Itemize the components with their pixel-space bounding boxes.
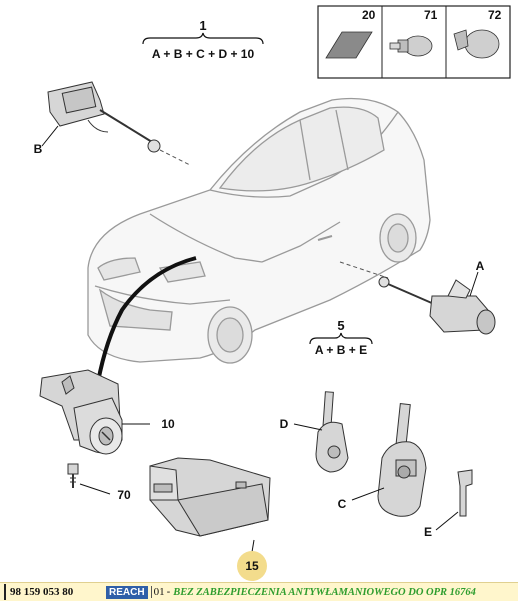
kit-5-number: 5 <box>337 318 344 333</box>
leader-lines <box>159 149 389 279</box>
part-description: BEZ ZABEZPIECZENIA ANTYWŁAMANIOWEGO DO O… <box>173 586 476 598</box>
part-10-ignition-lock <box>39 369 123 455</box>
callout-15-label: 15 <box>245 559 259 573</box>
callout-d: D <box>280 417 289 431</box>
part-70-bolt <box>67 463 79 488</box>
lock-leader-line <box>96 256 197 383</box>
kit-1-label: 1 A + B + C + D + 10 <box>142 18 264 61</box>
reach-badge: REACH <box>106 585 148 599</box>
kit-5-label: 5 A + B + E <box>309 318 373 357</box>
rivet-clip-icon <box>453 29 500 59</box>
separator: - <box>166 586 171 598</box>
callout-e: E <box>424 525 432 539</box>
callout-a: A <box>476 259 485 273</box>
callout-70: 70 <box>117 488 131 502</box>
quantity: 01 <box>150 586 165 598</box>
callout-15: 15 <box>237 539 267 581</box>
part-15-control-unit <box>149 457 271 537</box>
kit-1-number: 1 <box>199 18 206 33</box>
part-b-lock-cylinder <box>47 81 161 153</box>
legend-71: 71 <box>424 8 438 22</box>
part-c-key <box>377 403 427 517</box>
push-clip-icon <box>389 35 433 57</box>
fastener-legend: 20 71 72 <box>317 5 511 79</box>
callout-leaders <box>41 125 479 531</box>
part-number: 98 159 053 80 <box>10 586 74 598</box>
kit-1-formula: A + B + C + D + 10 <box>152 47 255 61</box>
legend-20: 20 <box>362 8 376 22</box>
part-e-key-blade <box>457 469 473 517</box>
adhesive-pad-icon <box>325 31 373 59</box>
callout-b: B <box>34 142 43 156</box>
legend-72: 72 <box>488 8 502 22</box>
callout-10: 10 <box>161 417 175 431</box>
parts-diagram: 20 71 72 1 A + B + C + D + 10 5 A + B + … <box>34 5 511 581</box>
parts-list-row[interactable]: 98 159 053 80 REACH 01 - BEZ ZABEZPIECZE… <box>0 582 518 601</box>
car-illustration <box>87 97 431 364</box>
part-d-key <box>315 391 349 473</box>
kit-5-formula: A + B + E <box>315 343 367 357</box>
part-a-lock-cylinder <box>378 276 496 335</box>
callout-c: C <box>338 497 347 511</box>
row-marker <box>4 584 6 600</box>
